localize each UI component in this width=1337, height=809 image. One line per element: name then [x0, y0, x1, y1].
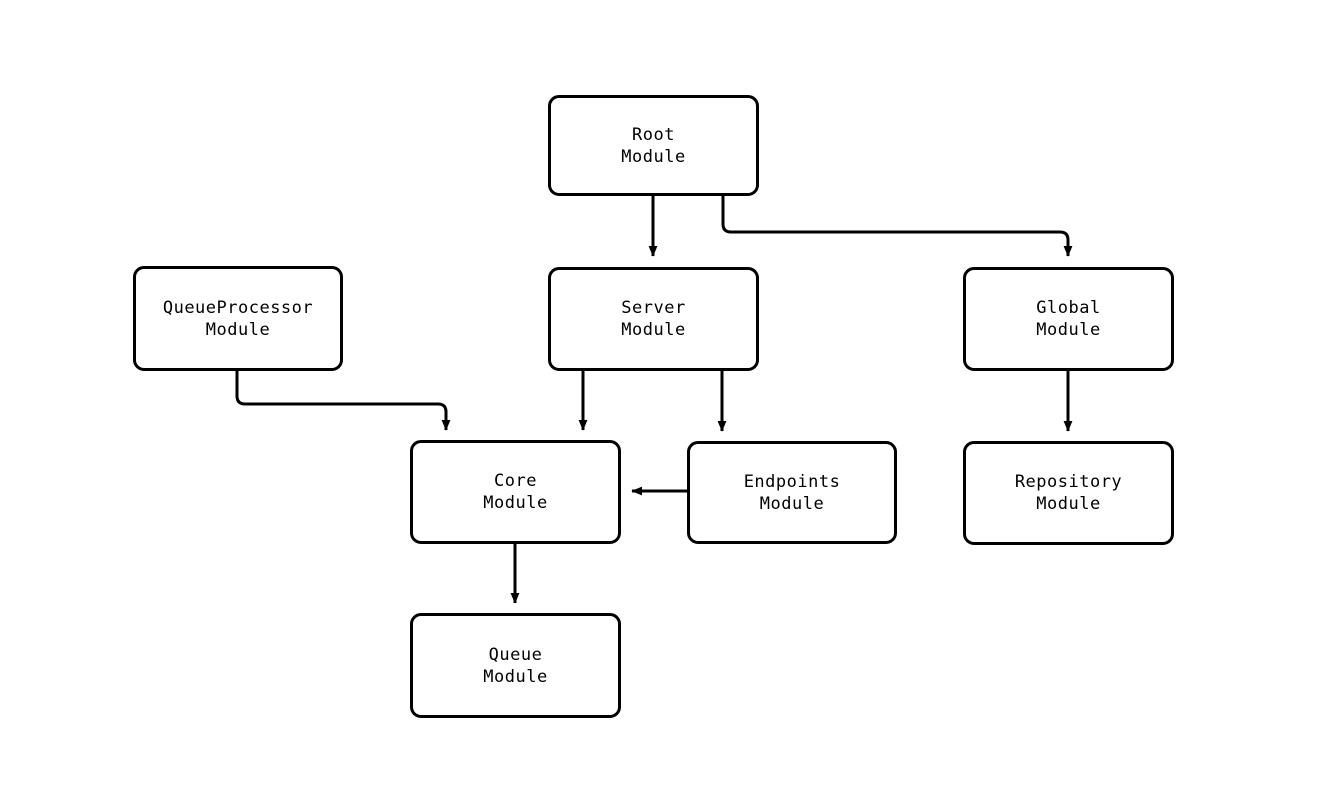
node-server-module-name: Server	[621, 298, 686, 318]
node-repository-module[interactable]: Repository Module	[963, 441, 1174, 545]
node-queueprocessor-module[interactable]: QueueProcessor Module	[133, 266, 343, 371]
node-global-module-suffix: Module	[1036, 320, 1101, 340]
edge-queueprocessor-to-core	[235, 371, 451, 431]
node-global-module[interactable]: Global Module	[963, 267, 1174, 371]
node-server-module-suffix: Module	[621, 320, 686, 340]
edge-root-to-global	[721, 196, 1073, 257]
node-repository-module-suffix: Module	[1036, 494, 1101, 514]
node-root-module-name: Root	[632, 124, 675, 145]
node-endpoints-module-name: Endpoints	[743, 471, 841, 492]
node-endpoints-module[interactable]: Endpoints Module	[687, 441, 897, 544]
node-queueprocessor-module-name: QueueProcessor	[162, 297, 314, 318]
node-root-module-suffix: Module	[621, 146, 686, 167]
node-repository-module-name: Repository	[1014, 472, 1123, 492]
node-root-module[interactable]: Root Module	[548, 95, 759, 196]
node-queue-module[interactable]: Queue Module	[410, 613, 621, 718]
node-core-module-suffix: Module	[483, 493, 548, 513]
node-queue-module-name: Queue	[488, 644, 543, 665]
node-queue-module-suffix: Module	[483, 666, 548, 687]
node-core-module[interactable]: Core Module	[410, 440, 621, 544]
node-endpoints-module-suffix: Module	[759, 493, 825, 514]
node-global-module-name: Global	[1036, 298, 1101, 318]
node-queueprocessor-module-suffix: Module	[205, 319, 271, 340]
node-core-module-name: Core	[494, 471, 537, 491]
node-server-module[interactable]: Server Module	[548, 267, 759, 371]
